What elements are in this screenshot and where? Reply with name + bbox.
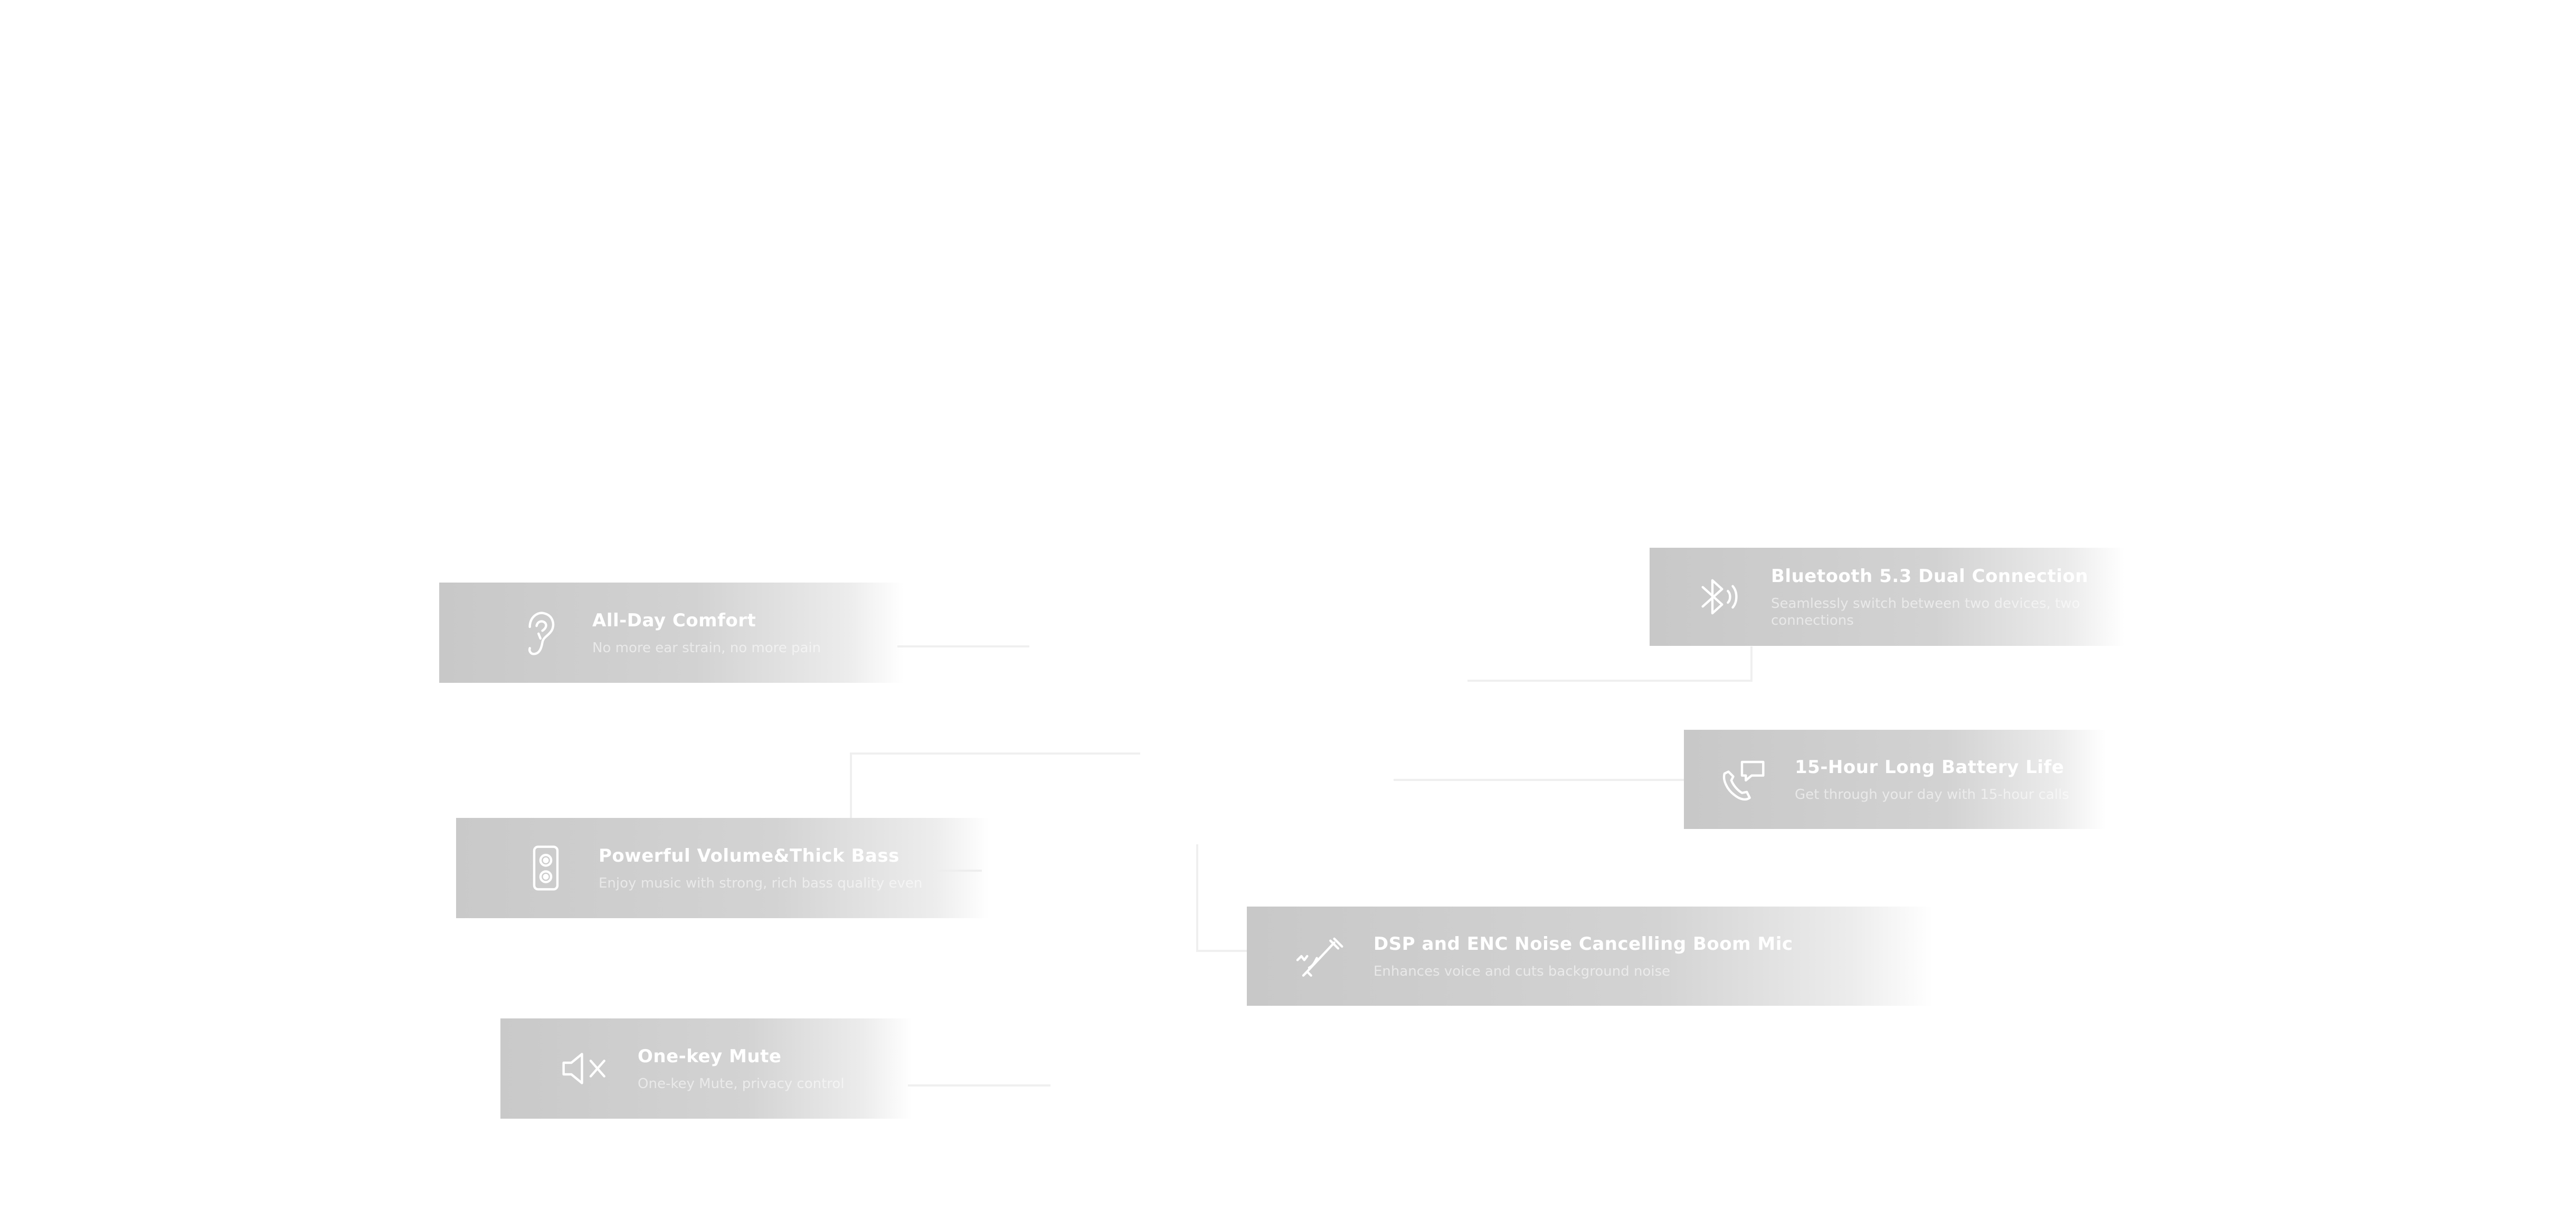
ear-icon [503,596,576,670]
feature-card-bass: Powerful Volume&Thick Bass Enjoy music w… [456,818,989,918]
feature-description: No more ear strain, no more pain [592,640,821,656]
feature-title: One-key Mute [638,1046,782,1067]
feature-title: All-Day Comfort [592,610,756,631]
feature-description: One-key Mute, privacy control [638,1076,845,1092]
feature-card-mute: One-key Mute One-key Mute, privacy contr… [500,1018,912,1119]
feature-card-comfort: All-Day Comfort No more ear strain, no m… [439,583,904,683]
feature-title: DSP and ENC Noise Cancelling Boom Mic [1374,933,1793,955]
feature-title: 15-Hour Long Battery Life [1795,757,2064,778]
feature-description: Enhances voice and cuts background noise [1374,964,1671,979]
bluetooth-icon [1681,560,1755,634]
feature-title: Powerful Volume&Thick Bass [599,845,899,866]
boom-mic-icon [1284,919,1358,993]
feature-description: Get through your day with 15-hour calls [1795,787,2069,803]
speaker-mute-icon [548,1032,622,1105]
speaker-icon [509,831,583,905]
phone-chat-icon [1705,742,1779,816]
feature-card-battery: 15-Hour Long Battery Life Get through yo… [1684,730,2106,829]
feature-title: Bluetooth 5.3 Dual Connection [1771,566,2088,587]
feature-description: Seamlessly switch between two devices, t… [1771,596,2080,628]
feature-card-bluetooth: Bluetooth 5.3 Dual Connection Seamlessly… [1650,548,2125,646]
feature-card-mic: DSP and ENC Noise Cancelling Boom Mic En… [1247,907,1933,1006]
feature-description: Enjoy music with strong, rich bass quali… [599,875,923,891]
